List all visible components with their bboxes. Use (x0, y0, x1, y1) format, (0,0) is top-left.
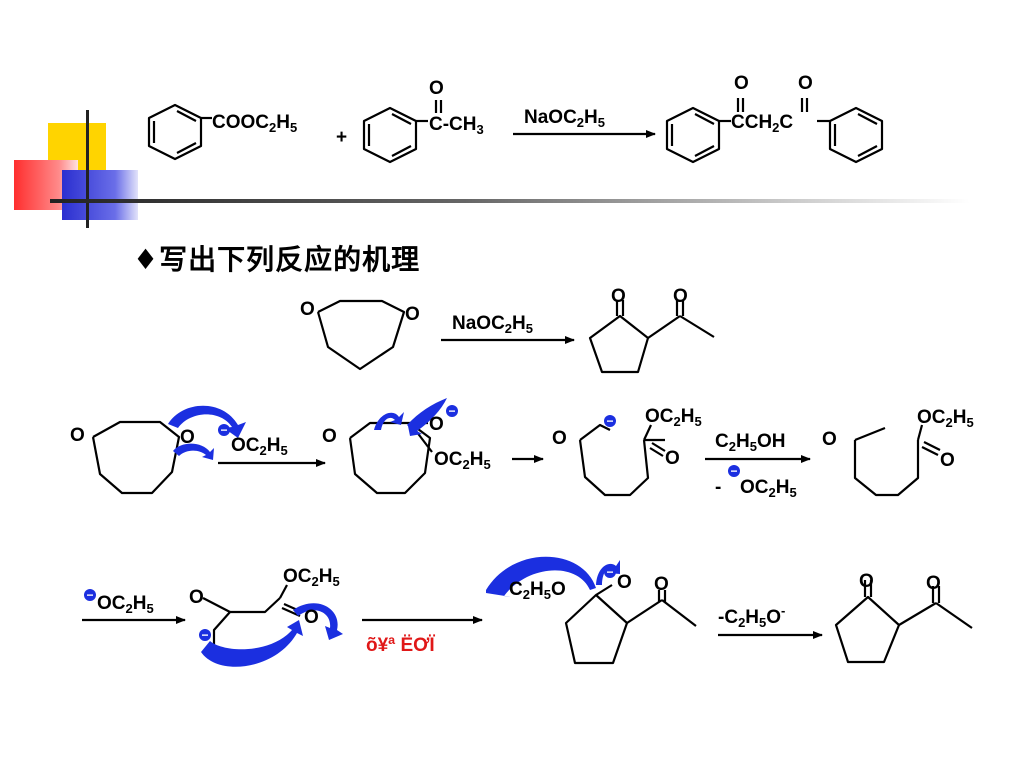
ethoxide-label: OC2H5 (231, 435, 288, 458)
ethanol-label: C2H5OH (715, 431, 786, 454)
curly-arrow-1 (168, 405, 246, 438)
curly-arrow-3 (374, 412, 404, 430)
product-label: CCH2C (731, 112, 794, 135)
carbonyl-o: O (926, 573, 941, 594)
top-reagent: NaOC2H5 (524, 107, 605, 130)
slide-title: ♦写出下列反应的机理 (133, 243, 421, 276)
carbonyl-o: O (180, 427, 195, 448)
curly-arrow-2 (173, 443, 214, 460)
curly-arrow-6 (201, 620, 303, 667)
carbonyl-o: O (300, 299, 315, 320)
carbonyl-o: O (70, 425, 85, 446)
curly-arrow-7 (486, 556, 596, 597)
carbonyl-o: O (304, 607, 319, 628)
minus-sign: - (715, 477, 722, 498)
carbonyl-o: O (859, 571, 874, 592)
negative-charge: − (218, 424, 230, 436)
benzene-ring-reactant-2 (362, 100, 443, 164)
alkoxide-o: O (617, 572, 632, 593)
carbonyl-o: O (552, 428, 567, 449)
carbonyl-o: O (429, 78, 444, 99)
carbonyl-o: O (189, 587, 204, 608)
alkoxide-o: O (429, 414, 444, 435)
deco-blue-square (62, 170, 138, 220)
leaving-group-label: -C2H5O- (718, 603, 786, 630)
carbonyl-o: O (822, 429, 837, 450)
acetylcyclopentanone-product (588, 300, 715, 374)
benzene-ring-reactant-1 (147, 103, 212, 161)
carbonyl-o: O (654, 574, 669, 595)
negative-charge: − (84, 589, 96, 601)
ethoxide-removed-label: OC2H5 (740, 477, 797, 500)
carbonyl-o: O (611, 286, 626, 307)
benzene-ring-product-right (817, 106, 884, 164)
carbonyl-o: O (322, 426, 337, 447)
curly-arrow-5 (293, 603, 343, 640)
ester-label: OC2H5 (283, 566, 340, 589)
mech1-keto-ester-product (853, 424, 941, 497)
reactant-2-label: C-CH3 (429, 114, 484, 137)
negative-charge: − (446, 405, 458, 417)
header-rule (50, 199, 970, 203)
ethoxide-label: OC2H5 (97, 593, 154, 616)
curly-arrow-4 (407, 398, 447, 436)
carbonyl-o: O (405, 304, 420, 325)
ethoxy-label: OC2H5 (434, 449, 491, 472)
ethoxy-label: C2H5O (509, 579, 566, 602)
carbonyl-o: O (940, 450, 955, 471)
mech1-cycloheptanedione (91, 420, 181, 495)
negative-charge: − (728, 465, 740, 477)
reactant-1-label: COOC2H5 (212, 112, 298, 135)
reaction-2-reagent: NaOC2H5 (452, 313, 533, 336)
negative-charge: − (604, 566, 616, 578)
plus-sign: + (336, 127, 348, 148)
cycloheptanedione-reactant (316, 299, 406, 371)
carbonyl-o: O (798, 73, 813, 94)
benzene-ring-product-left (665, 98, 809, 164)
mech1-ring-opened-enolate (578, 423, 666, 497)
garbled-arrow-label: õ¥ª ËƠÏ (366, 635, 435, 656)
deco-vertical-line (86, 110, 89, 228)
carbonyl-o: O (673, 286, 688, 307)
ester-label: OC2H5 (645, 406, 702, 429)
mech2-cyclized-intermediate (564, 584, 697, 665)
carbonyl-o: O (665, 448, 680, 469)
ester-label: OC2H5 (917, 407, 974, 430)
carbonyl-o: O (734, 73, 749, 94)
negative-charge: − (604, 415, 616, 427)
negative-charge: − (199, 629, 211, 641)
mech2-final-product (834, 580, 973, 664)
